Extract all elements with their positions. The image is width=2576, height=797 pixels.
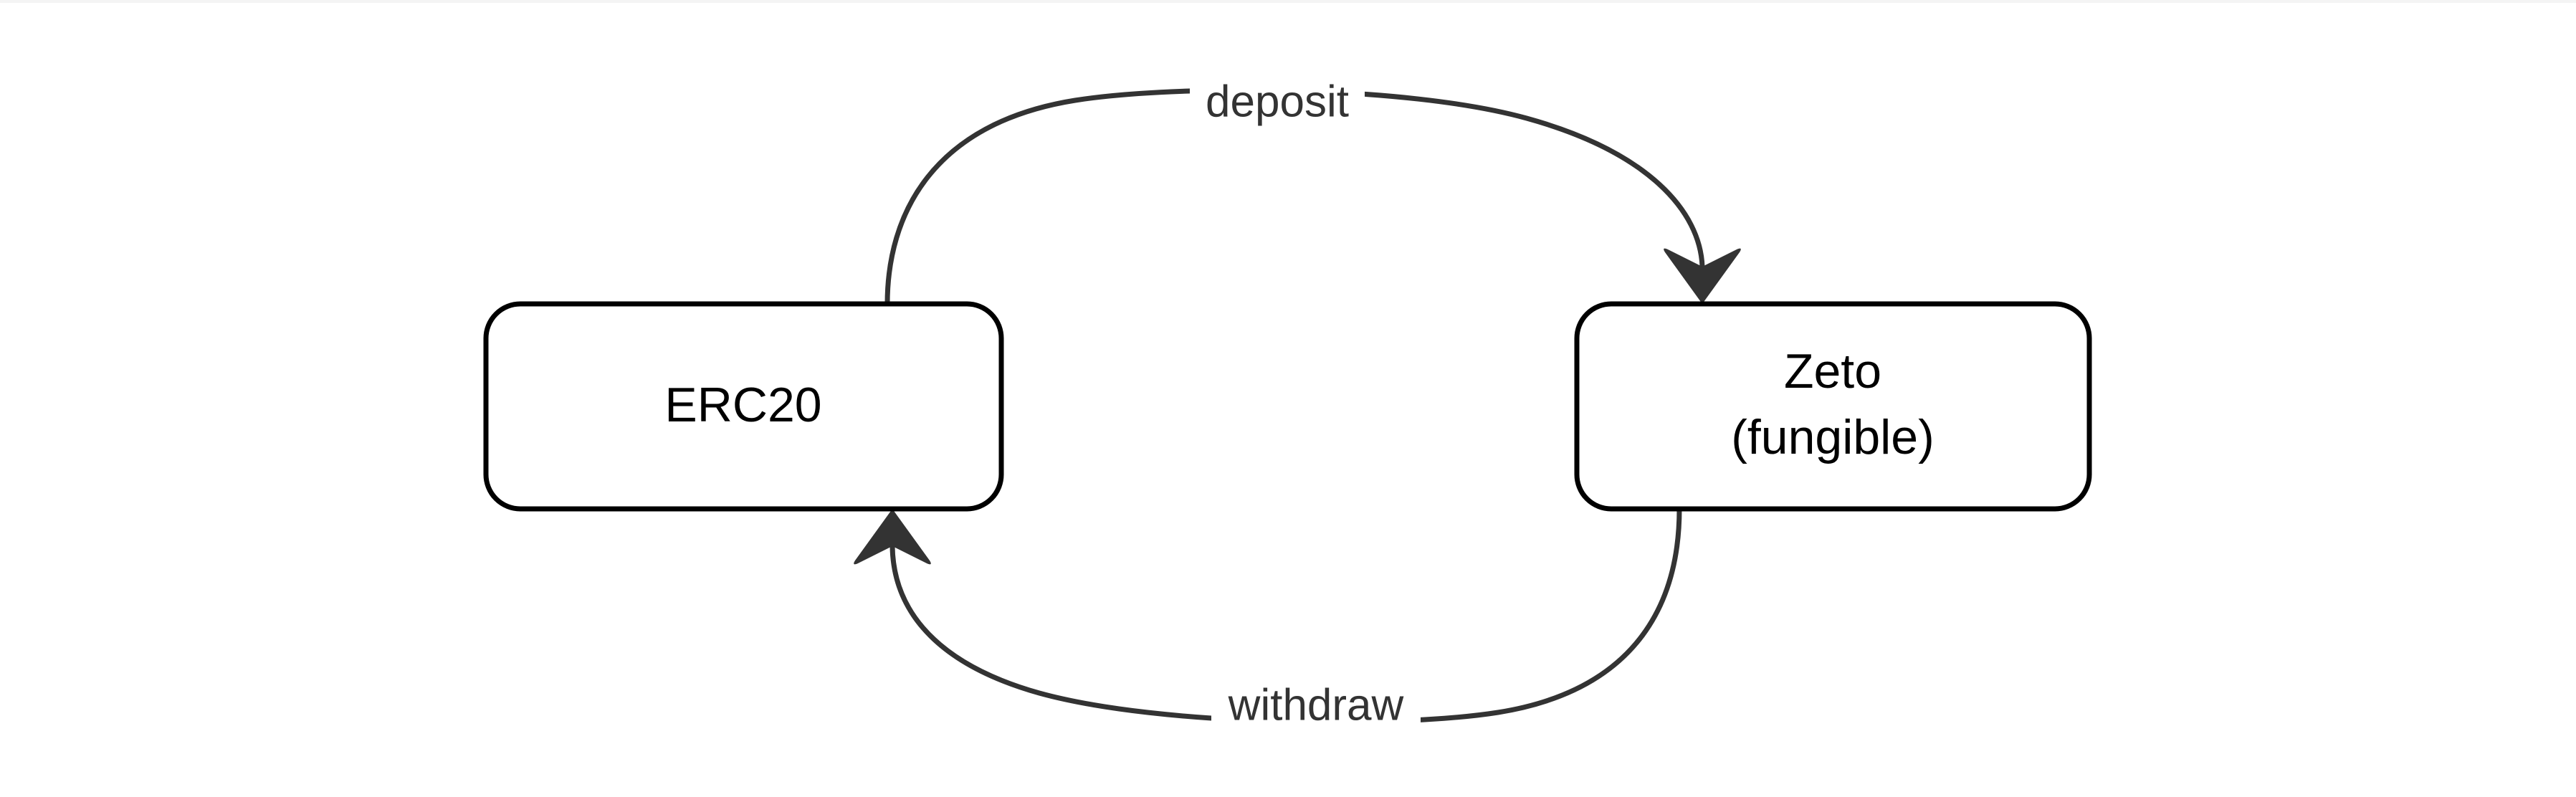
- top-edge-strip: [0, 0, 2576, 3]
- node-erc20[interactable]: ERC20: [483, 301, 1004, 512]
- zeto-label-line2: (fungible): [1731, 410, 1935, 464]
- edge-label-withdraw: withdraw: [1211, 677, 1421, 735]
- erc20-label: ERC20: [664, 378, 821, 432]
- node-zeto[interactable]: Zeto (fungible): [1574, 301, 2092, 512]
- deposit-label-background: [1190, 74, 1365, 131]
- erc20-box[interactable]: [483, 301, 1004, 512]
- zeto-label-line1: Zeto: [1784, 344, 1881, 398]
- zeto-box[interactable]: [1574, 301, 2092, 512]
- withdraw-arrowhead-icon: [854, 509, 931, 565]
- deposit-label: deposit: [1206, 77, 1349, 126]
- edge-label-deposit: deposit: [1190, 74, 1365, 131]
- withdraw-label: withdraw: [1228, 680, 1404, 730]
- deposit-arrowhead-icon: [1664, 248, 1741, 304]
- withdraw-label-background: [1211, 677, 1421, 735]
